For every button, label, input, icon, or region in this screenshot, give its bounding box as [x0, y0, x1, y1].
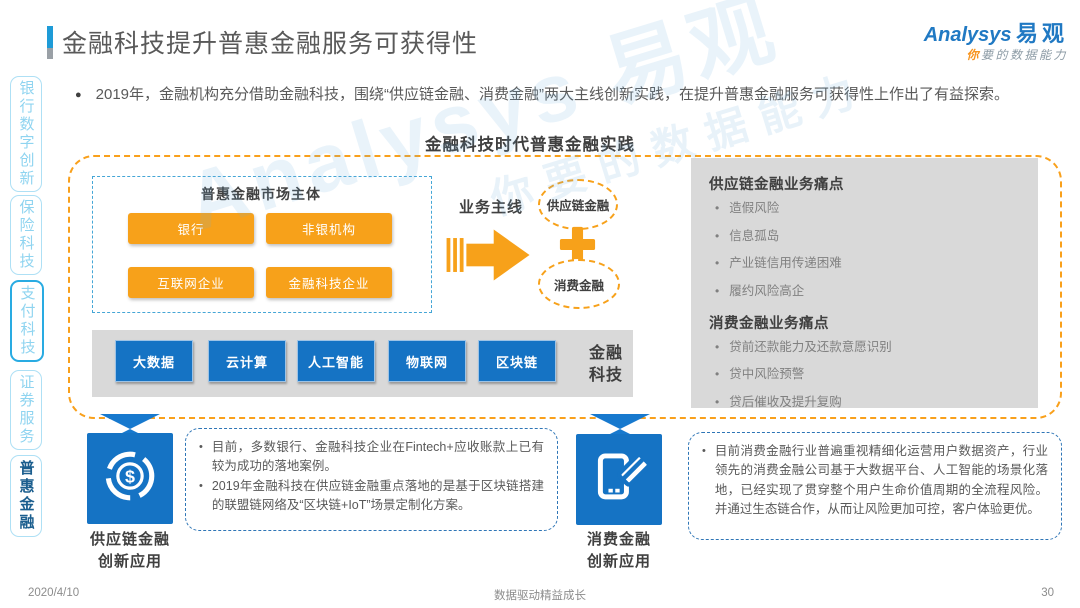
pain-heading-consumer: 消费金融业务痛点 [709, 315, 829, 332]
pain-item: •履约风险高企 [715, 283, 805, 298]
sidebar-item-inclusive-finance[interactable]: 普惠金融 [10, 455, 42, 537]
pain-item: •贷中风险预警 [715, 367, 805, 382]
sidebar-item-paytech[interactable]: 支付科技 [10, 280, 44, 362]
bullet-dot-icon: ● [75, 89, 82, 101]
entity-internet-company: 互联网企业 [128, 267, 254, 298]
ellipse-supply-chain-finance: 供应链金融 [538, 179, 618, 230]
entity-non-bank: 非银机构 [266, 213, 392, 244]
note-item: •2019年金融科技在供应链金融重点落地的是基于区块链搭建的联盟链网络及“区块链… [199, 477, 544, 516]
supply-chain-app-label: 供应链金融 创新应用 [89, 531, 170, 570]
ellipse-consumer-finance: 消费金融 [538, 259, 620, 309]
tech-cloud-computing: 云计算 [208, 340, 286, 382]
footer-slogan: 数据驱动精益成长 [494, 590, 586, 602]
plus-icon [559, 226, 596, 268]
consumer-app-label: 消费金融 创新应用 [586, 531, 651, 570]
dollar-donut-icon: $ [98, 444, 162, 513]
sidebar-item-securities-services[interactable]: 证券服务 [10, 370, 42, 450]
diagram-title: 金融科技时代普惠金融实践 [425, 136, 635, 154]
pain-points-panel: 供应链金融业务痛点 •造假风险 •信息孤岛 •产业链信用传递困难 •履约风险高企… [691, 158, 1038, 409]
entity-bank: 银行 [128, 213, 254, 244]
title-accent-bar [47, 26, 53, 59]
diagram-outer-frame [68, 155, 1062, 419]
bullet-dot-icon: • [199, 441, 203, 453]
intro-bullet-text: 2019年，金融机构充分借助金融科技，围绕“供应链金融、消费金融”两大主线创新实… [95, 86, 1010, 103]
bullet-dot-icon: • [715, 283, 720, 298]
bullet-dot-icon: • [715, 256, 720, 271]
svg-text:$: $ [125, 466, 135, 486]
bullet-dot-icon: • [715, 228, 720, 243]
tech-blockchain: 区块链 [478, 340, 556, 382]
pain-item: •造假风险 [715, 201, 780, 215]
right-arrow-icon [446, 222, 532, 293]
fintech-bar: 大数据 云计算 人工智能 物联网 区块链 金融科技 [92, 330, 633, 397]
tech-ai: 人工智能 [297, 340, 375, 382]
pain-item: •贷后催收及提升复购 [715, 394, 842, 409]
pain-item: •贷前还款能力及还款意愿识别 [715, 339, 892, 354]
note-item: •目前，多数银行、金融科技企业在Fintech+应收账款上已有较为成功的落地案例… [199, 438, 544, 477]
consumer-note-box: •目前消费金融行业普遍重视精细化运营用户数据资产，行业领先的消费金融公司基于大数… [688, 432, 1062, 540]
bullet-dot-icon: • [715, 339, 720, 354]
pain-item: •信息孤岛 [715, 228, 780, 243]
pain-heading-supply-chain: 供应链金融业务痛点 [709, 177, 844, 193]
footer-date: 2020/4/10 [28, 587, 80, 599]
business-line-label: 业务主线 [458, 199, 523, 216]
supply-chain-app-tile: $ [87, 433, 173, 524]
brand-logo-cn: 易观 [1015, 21, 1068, 46]
bullet-dot-icon: • [715, 367, 720, 382]
mobile-card-icon [588, 446, 651, 513]
page-title: 金融科技提升普惠金融服务可获得性 [62, 30, 479, 58]
market-entities-title: 普惠金融市场主体 [201, 186, 321, 202]
supply-chain-note-box: •目前，多数银行、金融科技企业在Fintech+应收账款上已有较为成功的落地案例… [185, 428, 558, 531]
bullet-dot-icon: • [715, 394, 720, 409]
sidebar-item-bank-digital-innovation[interactable]: 银行数字创新 [10, 76, 42, 192]
tech-iot: 物联网 [388, 340, 466, 382]
bullet-dot-icon: • [199, 479, 203, 492]
brand-tagline: 你要的数据能力 [966, 48, 1068, 63]
tech-big-data: 大数据 [115, 340, 193, 382]
bullet-dot-icon: • [702, 445, 706, 457]
fintech-bar-label: 金融科技 [589, 345, 624, 384]
bullet-dot-icon: • [715, 201, 720, 215]
brand-logo-text: Analysys 易观 [903, 21, 1068, 46]
note-item: •目前消费金融行业普遍重视精细化运营用户数据资产，行业领先的消费金融公司基于大数… [702, 442, 1048, 520]
brand-logo: Analysys 易观 你要的数据能力 [903, 21, 1068, 63]
intro-bullet: ● 2019年，金融机构充分借助金融科技，围绕“供应链金融、消费金融”两大主线创… [75, 83, 1040, 107]
sidebar-item-insurtech[interactable]: 保险科技 [10, 195, 42, 275]
pain-item: •产业链信用传递困难 [715, 256, 842, 271]
entity-fintech-company: 金融科技企业 [266, 267, 392, 298]
footer-page-number: 30 [1041, 587, 1054, 599]
market-entities-box [92, 176, 432, 313]
brand-logo-en: Analysys [923, 24, 1012, 46]
consumer-app-tile [576, 434, 662, 525]
